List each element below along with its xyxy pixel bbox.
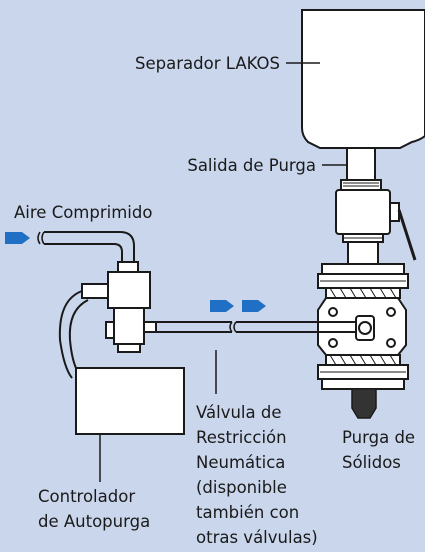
label-purga-1: Purga de <box>342 428 415 447</box>
controller-cable <box>58 290 83 379</box>
ball-valve <box>335 189 417 265</box>
label-valvula-1: Válvula de <box>196 403 282 422</box>
label-valvula-5: también con <box>196 503 299 522</box>
label-purga-2: Sólidos <box>342 453 401 472</box>
air-flow-arrow-icon-2 <box>242 300 266 312</box>
air-line-to-valve <box>156 321 356 333</box>
air-flow-arrow-icon <box>210 300 234 312</box>
label-valvula-3: Neumática <box>196 453 285 472</box>
leader-lines <box>99 62 347 482</box>
label-valvula-6: otras válvulas) <box>196 528 318 547</box>
lakos-separator <box>301 9 425 149</box>
air-arrow-icon <box>5 232 30 244</box>
label-valvula-2: Restricción <box>196 428 287 447</box>
label-salida: Salida de Purga <box>187 156 316 175</box>
autopurge-controller <box>75 367 185 435</box>
label-valvula-4: (disponible <box>196 478 287 497</box>
purge-outlet <box>340 147 382 191</box>
solids-purge-arrow <box>351 388 377 419</box>
compressed-air-pipe <box>37 231 135 262</box>
label-aire: Aire Comprimido <box>14 203 152 222</box>
label-controlador-2: de Autopurga <box>38 512 150 531</box>
label-controlador-1: Controlador <box>38 487 135 506</box>
solenoid-valve <box>81 261 157 353</box>
pinch-valve <box>317 263 409 390</box>
label-separador: Separador LAKOS <box>135 54 280 73</box>
controller-cable-2 <box>68 299 89 373</box>
